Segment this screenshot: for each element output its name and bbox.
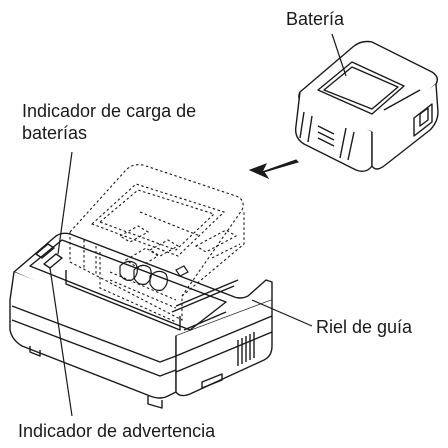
charge-indicator-label-line2: baterías [22,123,88,143]
charge-indicator-label-line1: Indicador de carga de [22,101,197,121]
battery-label: Batería [286,9,345,29]
battery-illustration [294,40,439,173]
charge-indicator-leader-line [57,151,73,255]
charge-indicator-label: Indicador de carga de baterías [22,100,196,144]
interior-mechanism [119,260,189,291]
guide-rail-label: Riel de guía [316,317,413,337]
warning-indicator-leader-line [49,267,73,417]
warning-indicator-label: Indicador de advertencia [18,421,216,441]
leader-lines [49,33,347,417]
battery-leader-line [331,33,347,77]
base-unit-illustration [9,232,273,409]
insertion-arrow [248,159,299,180]
guide-rail-leader-line [251,299,313,327]
